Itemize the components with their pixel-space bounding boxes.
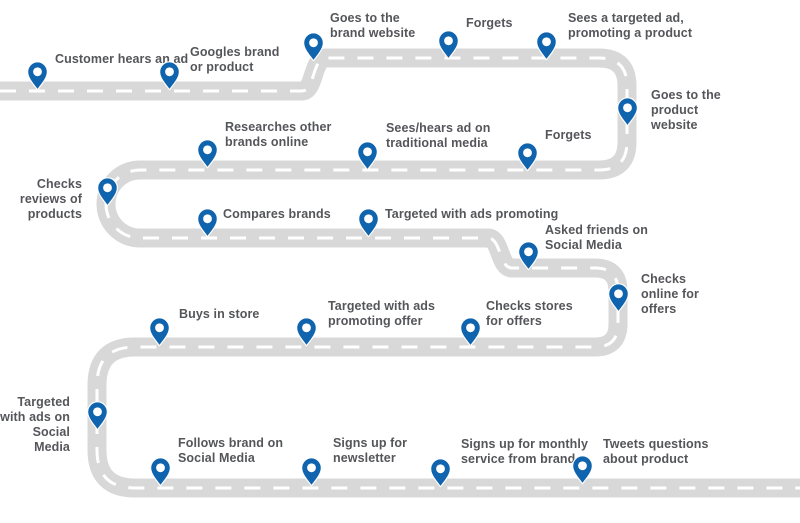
map-pin-icon bbox=[196, 208, 219, 238]
journey-step-label: Follows brand on Social Media bbox=[178, 436, 284, 465]
map-pin-icon bbox=[437, 30, 460, 60]
journey-step-label: Tweets questions about product bbox=[603, 437, 709, 466]
map-pin-icon bbox=[357, 208, 380, 238]
journey-step-label: Checks stores for offers bbox=[486, 299, 573, 328]
map-pin-icon bbox=[516, 142, 539, 172]
journey-step-label: Signs up for newsletter bbox=[333, 436, 408, 465]
map-pin-icon bbox=[149, 457, 172, 487]
map-pin-icon bbox=[517, 241, 540, 271]
road-center-dashes bbox=[0, 56, 800, 490]
journey-step-label: Buys in store bbox=[179, 307, 260, 321]
map-pin-icon bbox=[459, 317, 482, 347]
map-pin-icon bbox=[302, 32, 325, 62]
journey-step-label: Targeted with ads promoting bbox=[385, 207, 559, 221]
journey-step-label: Sees/hears ad on traditional media bbox=[386, 121, 491, 150]
journey-step-label: Googles brand or product bbox=[190, 45, 280, 74]
journey-step-label: Checks reviews of products bbox=[19, 177, 82, 221]
map-pin-icon bbox=[429, 458, 452, 488]
journey-step-label: Customer hears an ad bbox=[55, 52, 189, 66]
journey-step-label: Researches other brands online bbox=[225, 120, 332, 149]
map-pin-icon bbox=[158, 61, 181, 91]
map-pin-icon bbox=[196, 139, 219, 169]
map-pin-icon bbox=[535, 31, 558, 61]
journey-step-label: Compares brands bbox=[223, 207, 331, 221]
map-pin-icon bbox=[148, 317, 171, 347]
journey-step-label: Forgets bbox=[466, 16, 513, 30]
journey-step-label: Checks online for offers bbox=[641, 272, 699, 316]
map-pin-icon bbox=[26, 61, 49, 91]
journey-step-label: Targeted with ads on Social Media bbox=[0, 395, 70, 454]
map-pin-icon bbox=[607, 283, 630, 313]
journey-step-label: Asked friends on Social Media bbox=[545, 223, 649, 252]
map-pin-icon bbox=[356, 141, 379, 171]
map-pin-icon bbox=[571, 455, 594, 485]
map-pin-icon bbox=[616, 97, 639, 127]
journey-step-label: Targeted with ads promoting offer bbox=[328, 299, 436, 328]
map-pin-icon bbox=[295, 317, 318, 347]
journey-step-label: Sees a targeted ad, promoting a product bbox=[568, 11, 693, 40]
map-pin-icon bbox=[300, 457, 323, 487]
journey-step-label: Forgets bbox=[545, 128, 592, 142]
map-pin-icon bbox=[86, 401, 109, 431]
map-pin-icon bbox=[96, 177, 119, 207]
journey-step-label: Signs up for monthly service from brand bbox=[461, 437, 588, 466]
journey-step-label: Goes to the brand website bbox=[330, 11, 416, 40]
journey-step-label: Goes to the product website bbox=[651, 88, 721, 132]
